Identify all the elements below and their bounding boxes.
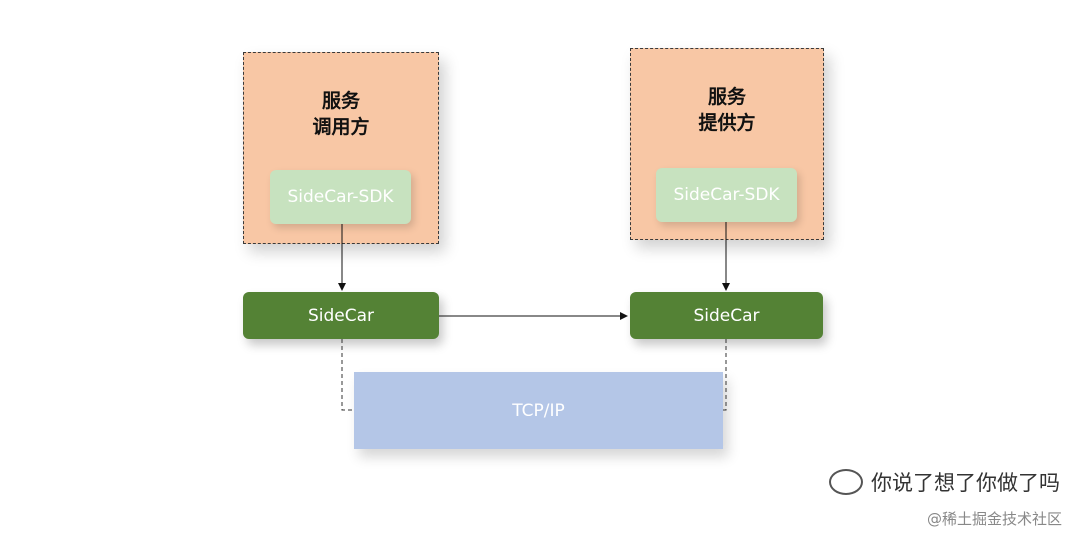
caller-title-line2: 调用方 xyxy=(312,116,370,138)
provider-title-line1: 服务 xyxy=(707,86,746,108)
caller-title-line1: 服务 xyxy=(321,90,360,112)
watermark-site: @稀土掘金技术社区 xyxy=(926,510,1062,528)
wechat-icon xyxy=(829,469,863,495)
provider-sidecar: SideCar xyxy=(630,292,823,339)
watermark-author-text: 你说了想了你做了吗 xyxy=(871,471,1060,495)
provider-title-line2: 提供方 xyxy=(698,112,756,134)
caller-sdk-box: SideCar-SDK xyxy=(270,170,411,224)
watermark-author: 你说了想了你做了吗 xyxy=(829,467,1060,497)
caller-sidecar: SideCar xyxy=(243,292,439,339)
caller-sidecar-to-tcp-dashed xyxy=(341,339,354,411)
tcpip-box: TCP/IP xyxy=(354,372,723,449)
provider-sidecar-to-tcp-dashed xyxy=(723,339,727,411)
provider-sdk-box: SideCar-SDK xyxy=(656,168,797,222)
